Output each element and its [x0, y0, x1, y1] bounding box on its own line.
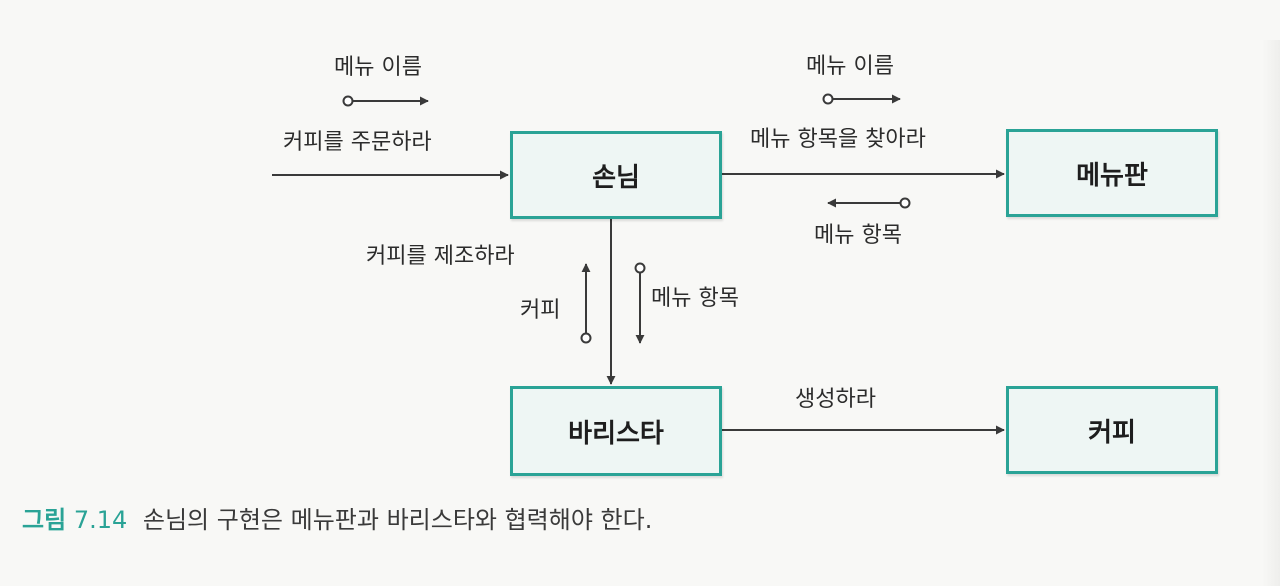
label-order-coffee: 커피를 주문하라 [283, 130, 432, 155]
label-menu-item-return: 메뉴 항목 [814, 223, 902, 248]
page-edge-shadow [1262, 40, 1280, 586]
caption-figure-word: 그림 [22, 506, 67, 534]
caption-text: 손님의 구현은 메뉴판과 바리스타와 협력해야 한다. [142, 506, 653, 534]
figure-caption: 그림 7.14 손님의 구현은 메뉴판과 바리스타와 협력해야 한다. [22, 508, 652, 532]
label-create: 생성하라 [795, 387, 876, 412]
node-coffee: 커피 [1006, 386, 1218, 474]
node-barista: 바리스타 [510, 386, 722, 476]
node-customer: 손님 [510, 131, 722, 219]
label-menu-item-pass: 메뉴 항목 [651, 286, 739, 311]
param-arrow-menu-name-1 [342, 95, 429, 107]
param-arrow-menu-item [634, 262, 646, 344]
return-arrow-coffee [580, 263, 592, 344]
return-arrow-menu-item [827, 197, 911, 209]
label-find-menu-item: 메뉴 항목을 찾아라 [750, 127, 926, 152]
label-menu-name-2: 메뉴 이름 [806, 54, 894, 79]
caption-figure-number: 7.14 [73, 506, 128, 534]
label-coffee-return: 커피 [520, 298, 561, 323]
label-make-coffee: 커피를 제조하라 [366, 244, 515, 269]
param-arrow-menu-name-2 [822, 93, 901, 105]
node-menu: 메뉴판 [1006, 129, 1218, 217]
label-menu-name-1: 메뉴 이름 [334, 55, 422, 80]
